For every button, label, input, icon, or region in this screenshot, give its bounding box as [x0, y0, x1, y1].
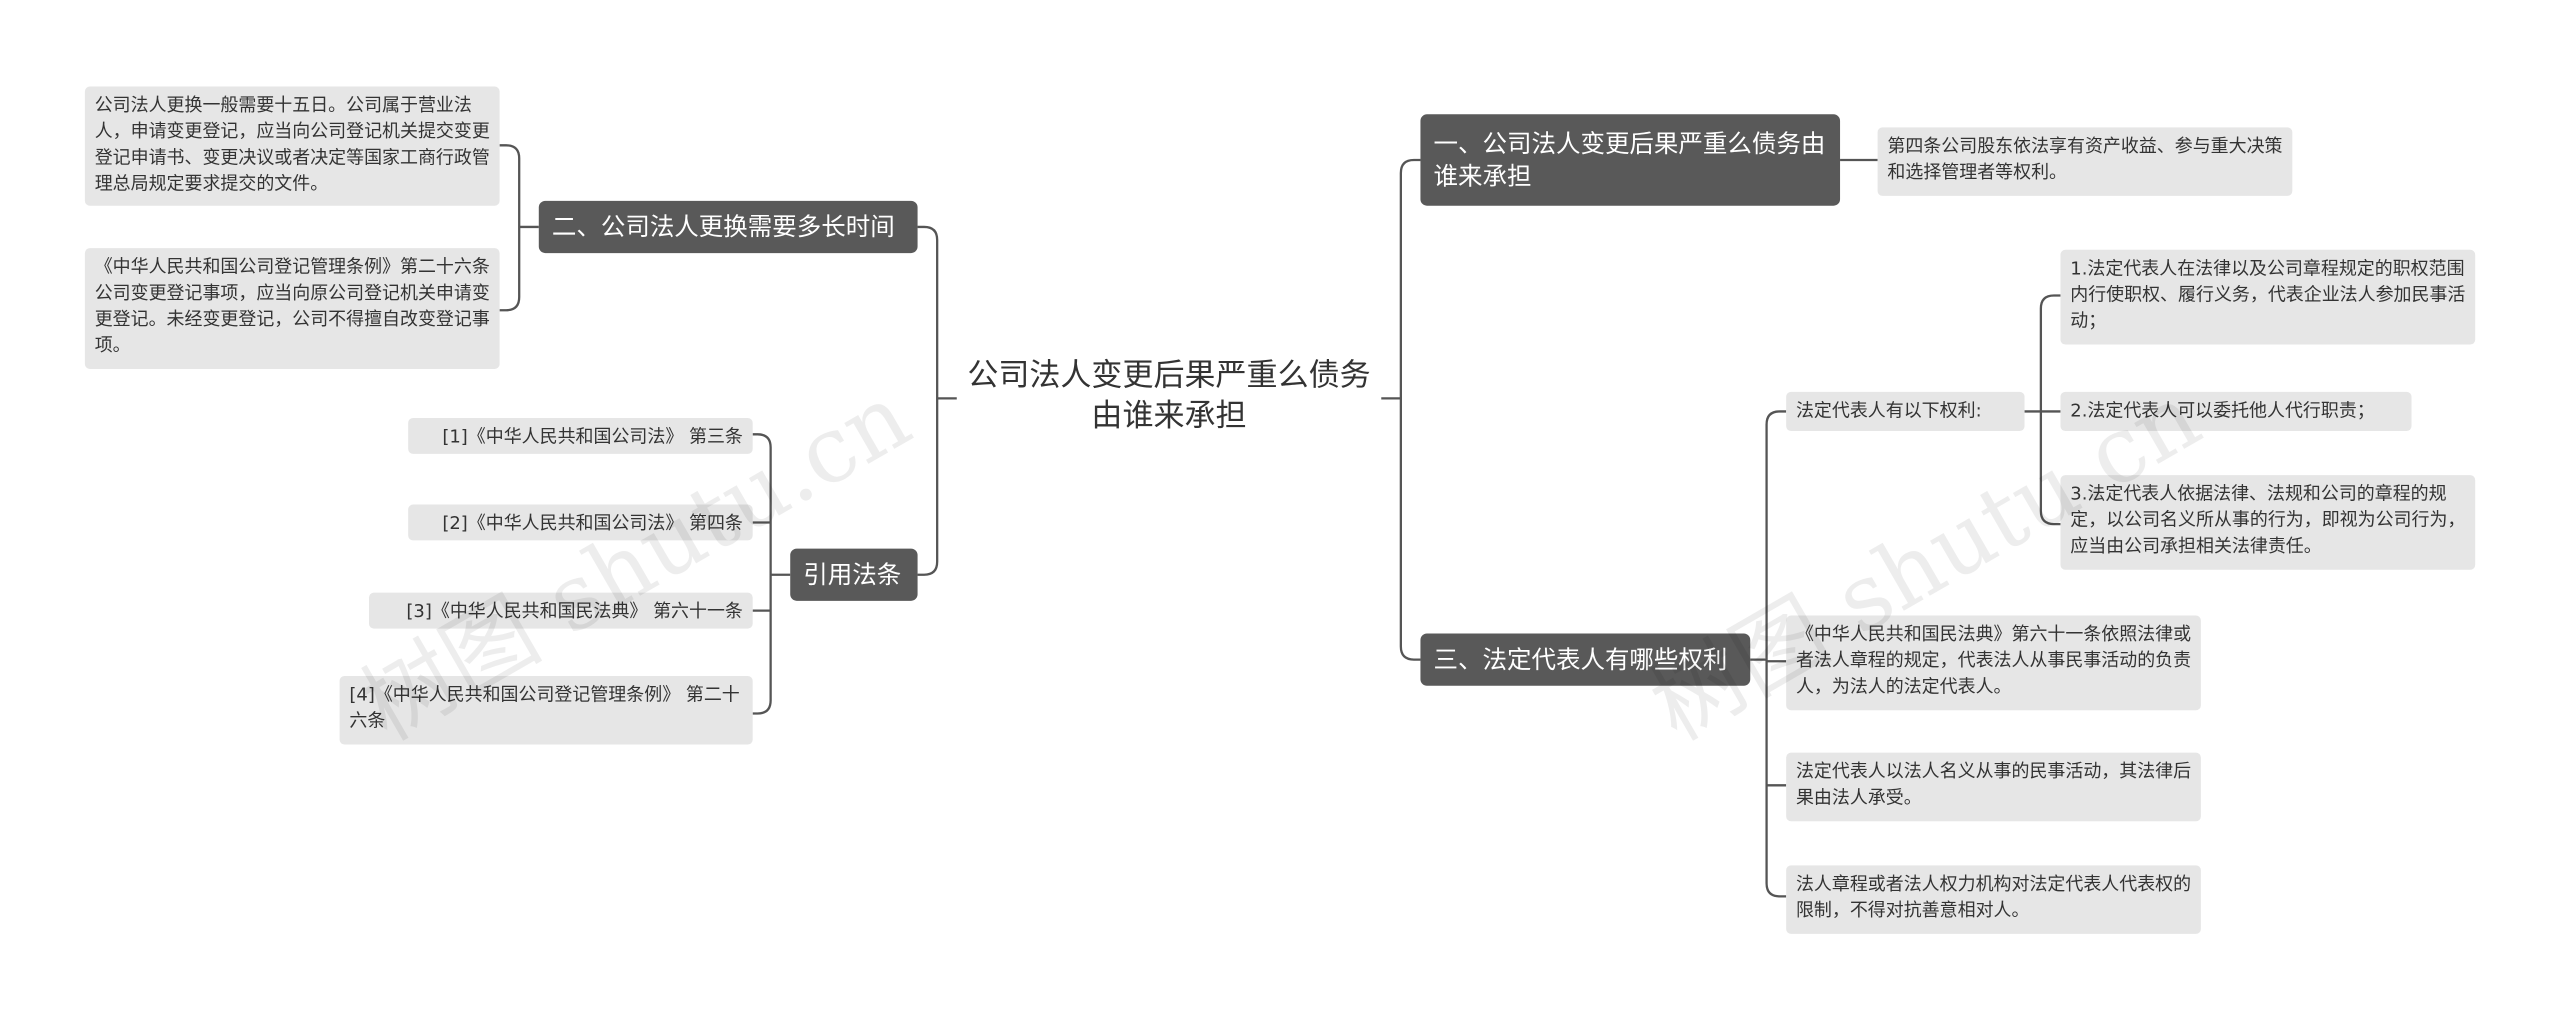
branch-label: 二、公司法人更换需要多长时间: [551, 212, 895, 242]
branch-representative-rights[interactable]: 三、法定代表人有哪些权利: [1420, 633, 1751, 686]
leaf-law-ref-2[interactable]: [2]《中华人民共和国公司法》 第四条: [408, 504, 753, 541]
connector-root-right: [1381, 158, 1421, 661]
leaf-right-3[interactable]: 3.法定代表人依据法律、法规和公司的章程的规定，以公司名义所从事的行为，即视为公…: [2060, 475, 2476, 570]
leaf-shareholder-rights[interactable]: 第四条公司股东依法享有资产收益、参与重大决策和选择管理者等权利。: [1877, 127, 2293, 196]
leaf-law-ref-3[interactable]: [3]《中华人民共和国民法典》 第六十一条: [368, 592, 753, 629]
connector-b2: [499, 144, 539, 312]
leaf-right-1[interactable]: 1.法定代表人在法律以及公司章程规定的职权范围内行使职权、履行义务，代表企业法人…: [2060, 249, 2476, 345]
connector-b4: [752, 433, 791, 715]
leaf-law-ref-4[interactable]: [4]《中华人民共和国公司登记管理条例》 第二十六条: [339, 675, 753, 745]
leaf-legal-consequence[interactable]: 法定代表人以法人名义从事的民事活动，其法律后果由法人承受。: [1786, 752, 2201, 822]
branch-consequences[interactable]: 一、公司法人变更后果严重么债务由谁来承担: [1420, 114, 1841, 206]
branch-cited-laws[interactable]: 引用法条: [790, 548, 918, 601]
leaf-civil-code-61[interactable]: 《中华人民共和国民法典》第六十一条依照法律或者法人章程的规定，代表法人从事民事活…: [1786, 615, 2201, 711]
leaf-representation-limit[interactable]: 法人章程或者法人权力机构对法定代表人代表权的限制，不得对抗善意相对人。: [1786, 865, 2201, 934]
leaf-law-ref-1[interactable]: [1]《中华人民共和国公司法》 第三条: [408, 417, 753, 454]
connector-b3: [1750, 410, 1787, 898]
root-topic[interactable]: 公司法人变更后果严重么债务由谁来承担: [963, 355, 1375, 441]
connector-root-left: [917, 225, 957, 576]
leaf-right-2[interactable]: 2.法定代表人可以委托他人代行职责；: [2060, 391, 2412, 432]
branch-label: 引用法条: [803, 560, 902, 590]
branch-label: 一、公司法人变更后果严重么债务由谁来承担: [1433, 128, 1826, 192]
branch-label: 三、法定代表人有哪些权利: [1433, 644, 1728, 675]
leaf-fifteen-days[interactable]: 公司法人更换一般需要十五日。公司属于营业法人，申请变更登记，应当向公司登记机关提…: [84, 86, 500, 206]
branch-change-duration[interactable]: 二、公司法人更换需要多长时间: [538, 200, 918, 254]
leaf-registration-regulation[interactable]: 《中华人民共和国公司登记管理条例》第二十六条公司变更登记事项，应当向原公司登记机…: [84, 248, 500, 369]
leaf-rights-intro[interactable]: 法定代表人有以下权利:: [1786, 391, 2025, 432]
connector-b3-1: [2024, 294, 2061, 526]
